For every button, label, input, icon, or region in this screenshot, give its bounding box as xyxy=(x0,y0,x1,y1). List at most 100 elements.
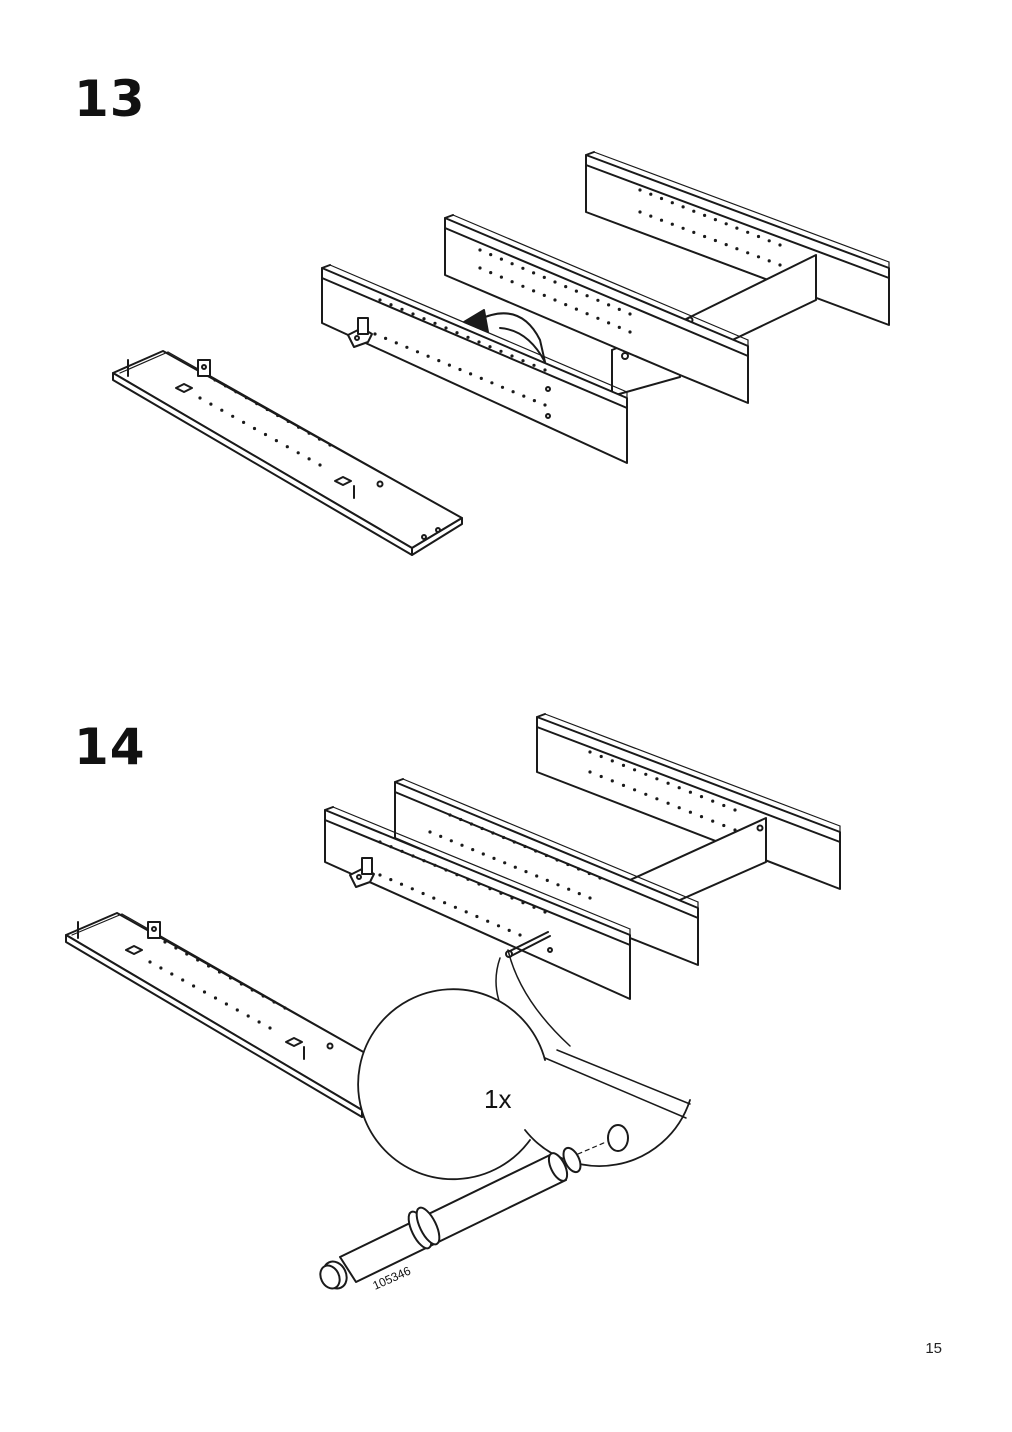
hole-dot xyxy=(480,826,484,831)
hole-dot xyxy=(252,426,257,431)
hole-dot xyxy=(475,914,479,919)
hole-dot xyxy=(399,882,404,886)
hole-dot xyxy=(535,874,539,878)
hole-dot xyxy=(464,910,468,914)
hole-dot xyxy=(242,420,246,424)
hole-dot xyxy=(297,425,301,429)
hole-dot xyxy=(588,896,592,900)
hole-dot xyxy=(444,868,448,872)
hole-dot xyxy=(469,822,473,826)
hole-dot xyxy=(553,280,557,284)
hole-dot xyxy=(711,799,715,803)
hole-dot xyxy=(174,946,178,950)
hole-dot xyxy=(459,817,463,822)
hole-dot xyxy=(521,284,525,288)
hole-dot xyxy=(596,298,600,302)
hole-dot xyxy=(405,345,409,349)
hole-dot xyxy=(724,243,728,247)
hole-dot xyxy=(649,192,653,196)
hole-dot xyxy=(489,271,493,275)
hole-dot xyxy=(491,831,495,835)
hole-dot xyxy=(268,1026,272,1030)
hole-dot xyxy=(564,303,568,307)
hole-dot xyxy=(213,378,217,382)
hole-dot xyxy=(328,443,332,447)
hole-dot xyxy=(524,870,528,874)
hole-dot xyxy=(617,307,621,311)
hole-dot xyxy=(722,823,726,828)
hole-dot xyxy=(699,815,704,819)
hole-dot xyxy=(599,754,603,759)
hole-dot xyxy=(439,834,443,839)
hole-dot xyxy=(433,321,437,325)
hole-dot xyxy=(543,368,547,372)
hole-dot xyxy=(231,414,235,418)
hole-dot xyxy=(633,768,637,772)
hole-dot xyxy=(628,330,632,334)
hole-dot xyxy=(521,901,525,905)
hole-dot xyxy=(628,312,632,316)
hole-dot xyxy=(244,396,248,400)
hole-dot xyxy=(513,865,517,869)
hole-dot xyxy=(265,407,269,412)
hole-dot xyxy=(466,335,470,339)
hole-dot xyxy=(492,856,496,861)
hole-dot xyxy=(479,376,483,380)
hole-dot xyxy=(607,321,611,325)
hole-dot xyxy=(566,862,570,867)
hole-dot xyxy=(756,255,761,259)
hole-dot xyxy=(699,795,704,799)
hole-dot xyxy=(692,230,696,234)
hole-dot xyxy=(185,952,189,956)
hole-dot xyxy=(421,891,425,896)
hole-dot xyxy=(378,873,382,877)
hole-dot xyxy=(283,1006,287,1010)
hole-dot xyxy=(655,797,659,801)
hole-dot xyxy=(532,363,536,367)
hole-dot xyxy=(255,402,259,406)
hole-dot xyxy=(181,978,185,982)
hole-dot xyxy=(670,201,674,205)
hole-dot xyxy=(598,876,602,880)
hole-dot xyxy=(681,205,685,209)
hole-dot xyxy=(443,901,447,905)
hole-dot xyxy=(564,285,568,289)
hole-dot xyxy=(400,307,404,311)
hole-dot xyxy=(389,303,393,307)
hole-dot xyxy=(521,359,525,363)
hole-dot xyxy=(488,345,492,349)
hole-dot xyxy=(428,830,432,834)
hole-dot xyxy=(735,247,739,251)
hole-dot xyxy=(532,399,537,403)
hole-dot xyxy=(209,402,213,406)
hole-dot xyxy=(512,840,516,844)
hole-dot xyxy=(455,331,459,335)
hole-dot xyxy=(378,298,382,302)
hole-dot xyxy=(478,248,482,252)
dowel-large-icon xyxy=(319,1146,582,1290)
hole-dot xyxy=(224,1002,228,1006)
hole-dot xyxy=(217,970,222,974)
hole-dot xyxy=(713,238,718,243)
hole-dot xyxy=(556,883,560,887)
hole-dot xyxy=(542,293,546,297)
hole-dot xyxy=(250,988,254,992)
hole-dot xyxy=(746,251,750,255)
hole-dot xyxy=(437,359,441,363)
hole-dot xyxy=(307,457,311,461)
hole-dot xyxy=(544,853,549,858)
hole-dot xyxy=(677,786,681,790)
hole-dot xyxy=(735,226,739,230)
hole-dot xyxy=(655,777,659,781)
hole-dot xyxy=(285,445,289,449)
hole-rows-14 xyxy=(148,750,737,1030)
hole-dot xyxy=(422,317,426,321)
hole-dot xyxy=(510,280,514,284)
hole-dot xyxy=(607,303,611,307)
hole-dot xyxy=(521,266,525,270)
hole-dot xyxy=(638,188,642,192)
hole-dot xyxy=(448,813,452,817)
hole-dot xyxy=(220,408,224,412)
hole-dot xyxy=(455,873,459,877)
